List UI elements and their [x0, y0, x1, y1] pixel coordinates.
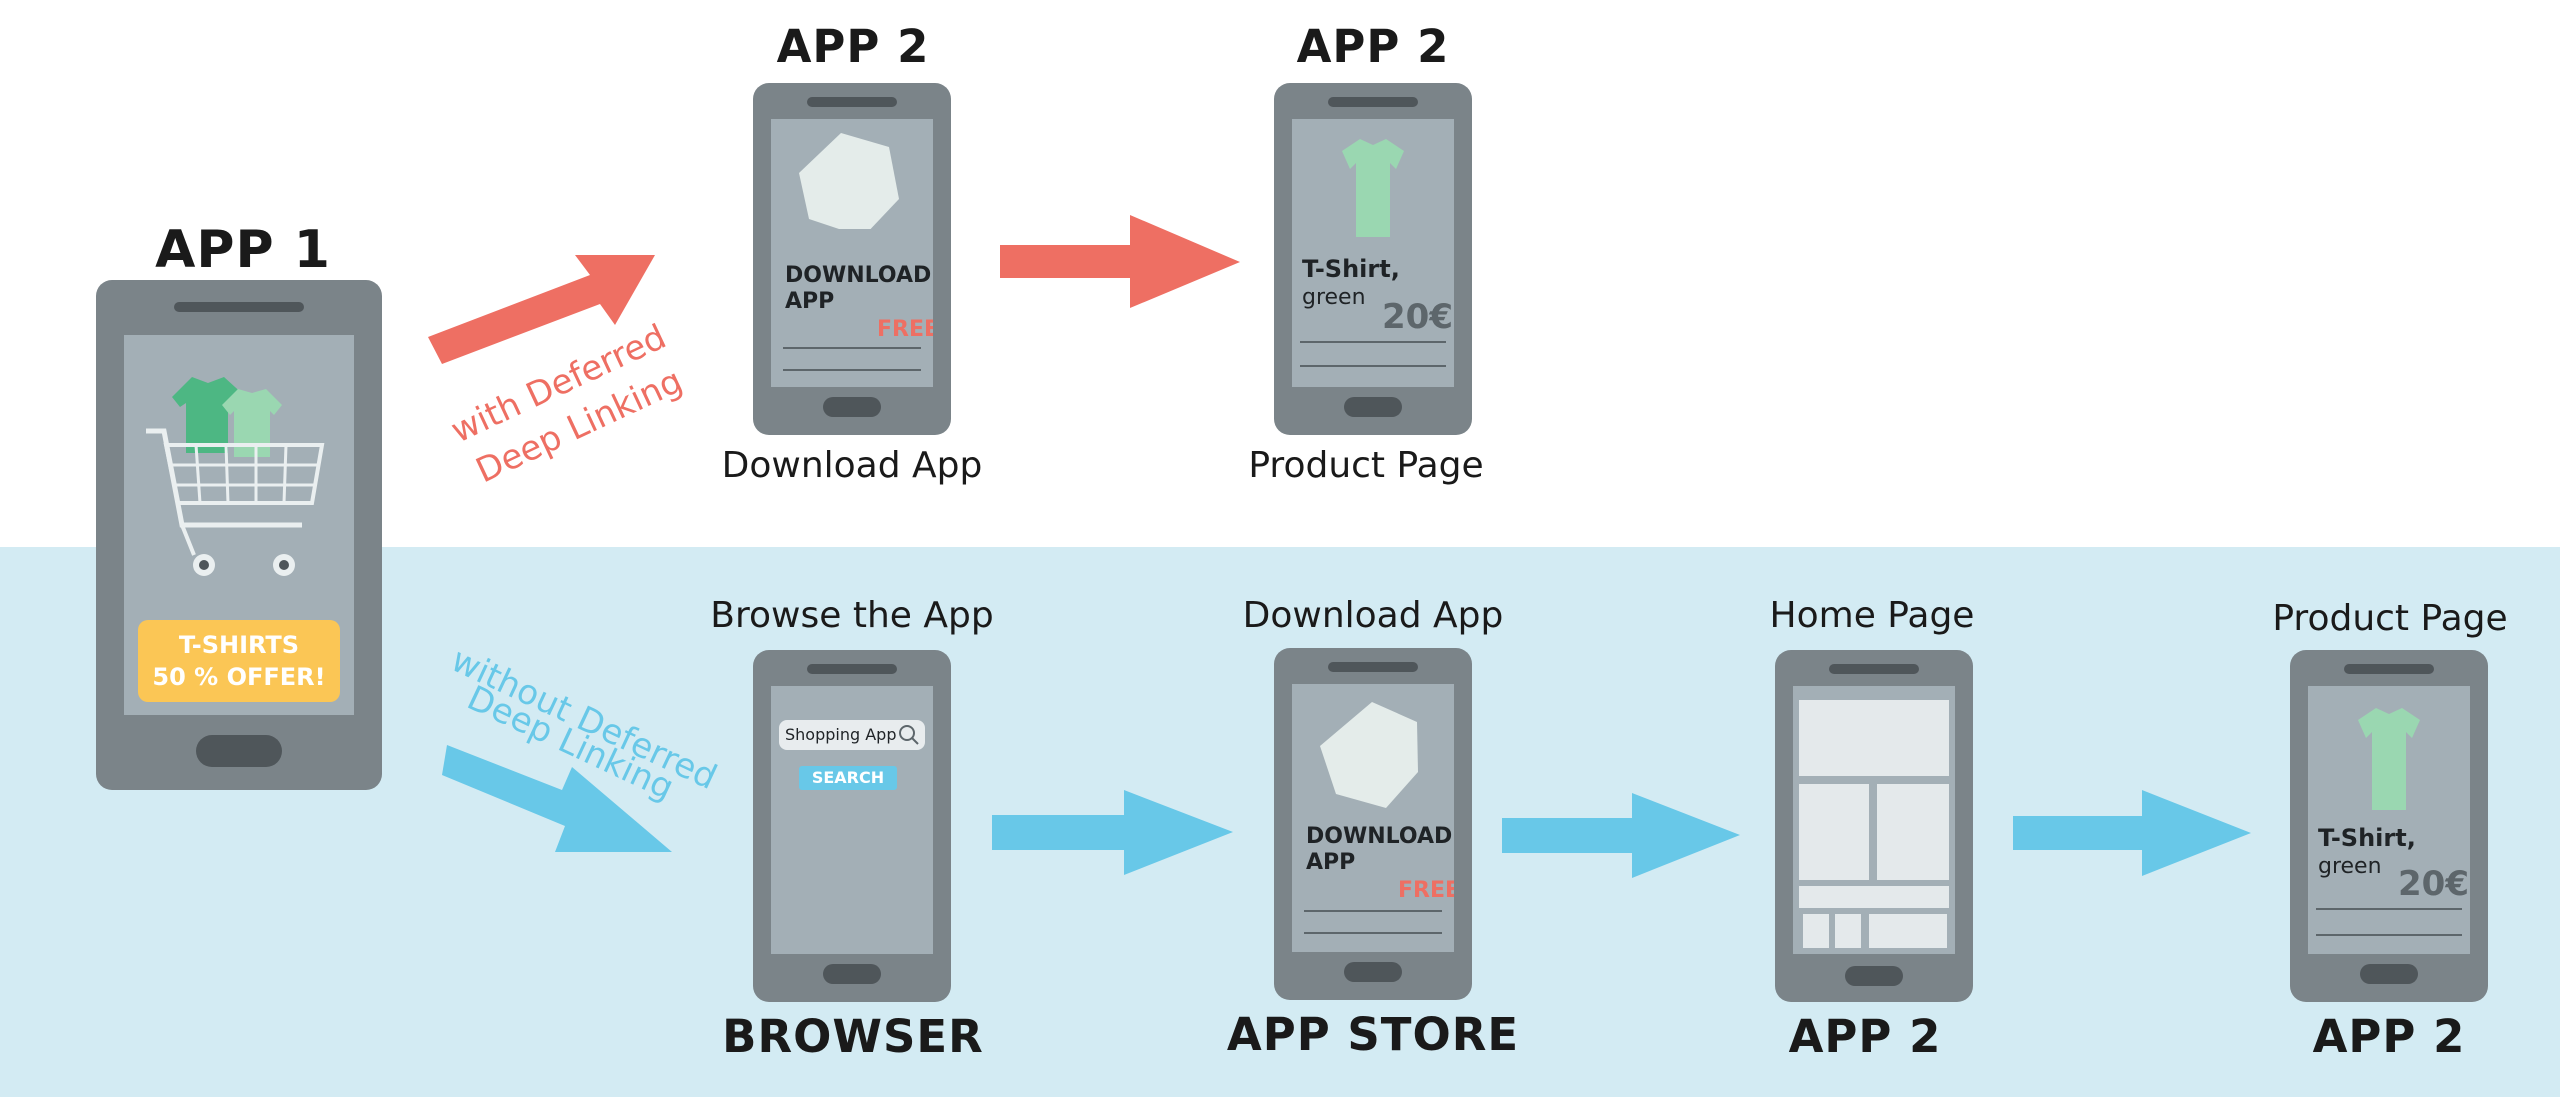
- download-price: FREE: [877, 317, 933, 342]
- download-line1: DOWNLOAD: [785, 263, 932, 288]
- browser-phone: Shopping App SEARCH: [753, 650, 951, 1002]
- divider: [783, 369, 921, 371]
- product-price: 20€: [2398, 864, 2469, 904]
- download-price: FREE: [1398, 878, 1454, 903]
- download-line1: DOWNLOAD: [1306, 824, 1453, 849]
- home-phone: [1775, 650, 1973, 1002]
- top-product-title: APP 2: [1296, 20, 1450, 73]
- divider: [2316, 908, 2462, 910]
- bottom-product-title: APP 2: [2312, 1010, 2466, 1063]
- phone-home-button: [1344, 397, 1402, 417]
- t-shirt-icon: [1342, 139, 1404, 237]
- top-product-phone: T-Shirt, green 20€: [1274, 83, 1472, 435]
- divider: [783, 347, 921, 349]
- phone-home-button: [823, 964, 881, 984]
- top-download-phone: DOWNLOAD APP FREE: [753, 83, 951, 435]
- phone-screen: [1793, 686, 1955, 954]
- browser-title: BROWSER: [722, 1010, 984, 1063]
- product-color: green: [2318, 854, 2382, 879]
- arrow-bottom-1: [442, 745, 672, 852]
- app-logo-hexagon-icon: [1320, 702, 1418, 808]
- search-icon: [899, 725, 919, 745]
- phone-screen: T-Shirt, green 20€: [1292, 119, 1454, 387]
- search-button[interactable]: SEARCH: [799, 766, 897, 790]
- home-caption: Home Page: [1769, 595, 1975, 636]
- offer-banner-line2: 50 % OFFER!: [152, 663, 326, 691]
- phone-speaker: [807, 664, 897, 674]
- arrow-bottom-2: [992, 790, 1233, 875]
- app1-phone: T-SHIRTS 50 % OFFER!: [96, 280, 382, 790]
- download-line2: APP: [785, 289, 835, 314]
- app-logo-hexagon-icon: [799, 133, 899, 237]
- divider: [1300, 341, 1446, 343]
- phone-speaker: [1829, 664, 1919, 674]
- phone-screen: DOWNLOAD APP FREE: [1292, 684, 1454, 952]
- offer-banner[interactable]: T-SHIRTS 50 % OFFER!: [138, 620, 340, 702]
- phone-screen: T-SHIRTS 50 % OFFER!: [124, 335, 354, 715]
- home-title: APP 2: [1788, 1010, 1942, 1063]
- download-line2: APP: [1306, 850, 1356, 875]
- divider: [1304, 910, 1442, 912]
- app1-title: APP 1: [155, 220, 331, 280]
- offer-banner-line1: T-SHIRTS: [178, 631, 300, 659]
- product-name: T-Shirt,: [2318, 824, 2416, 852]
- phone-speaker: [2344, 664, 2434, 674]
- top-download-caption: Download App: [721, 445, 983, 486]
- divider: [1304, 932, 1442, 934]
- bottom-product-caption: Product Page: [2272, 598, 2508, 639]
- arrow-bottom-4: [2013, 790, 2251, 876]
- phone-home-button: [823, 397, 881, 417]
- arrow-bottom-3: [1502, 793, 1740, 878]
- phone-screen: Shopping App SEARCH: [771, 686, 933, 954]
- store-title: APP STORE: [1226, 1008, 1520, 1061]
- phone-home-button: [2360, 964, 2418, 984]
- product-name: T-Shirt,: [1302, 255, 1400, 283]
- phone-speaker: [1328, 662, 1418, 672]
- arrow-top-1: [428, 255, 655, 364]
- phone-speaker: [1328, 97, 1418, 107]
- arrow-top-2: [1000, 215, 1240, 308]
- phone-speaker: [807, 97, 897, 107]
- search-input[interactable]: Shopping App: [779, 720, 925, 750]
- store-caption: Download App: [1242, 595, 1504, 636]
- product-color: green: [1302, 285, 1366, 310]
- divider: [1300, 365, 1446, 367]
- phone-screen: T-Shirt, green 20€: [2308, 686, 2470, 954]
- store-phone: DOWNLOAD APP FREE: [1274, 648, 1472, 1000]
- phone-speaker: [174, 302, 304, 312]
- phone-screen: DOWNLOAD APP FREE: [771, 119, 933, 387]
- search-input-text: Shopping App: [785, 725, 897, 744]
- browser-caption: Browse the App: [710, 595, 994, 636]
- top-download-title: APP 2: [776, 20, 930, 73]
- shopping-cart-icon: [146, 377, 325, 576]
- top-product-caption: Product Page: [1248, 445, 1484, 486]
- t-shirt-icon: [2358, 708, 2420, 810]
- phone-home-button: [1344, 962, 1402, 982]
- phone-home-button: [1845, 966, 1903, 986]
- product-price: 20€: [1382, 297, 1453, 337]
- phone-home-button: [196, 735, 282, 767]
- bottom-product-phone: T-Shirt, green 20€: [2290, 650, 2488, 1002]
- divider: [2316, 934, 2462, 936]
- home-layout-grid-icon: [1799, 700, 1949, 948]
